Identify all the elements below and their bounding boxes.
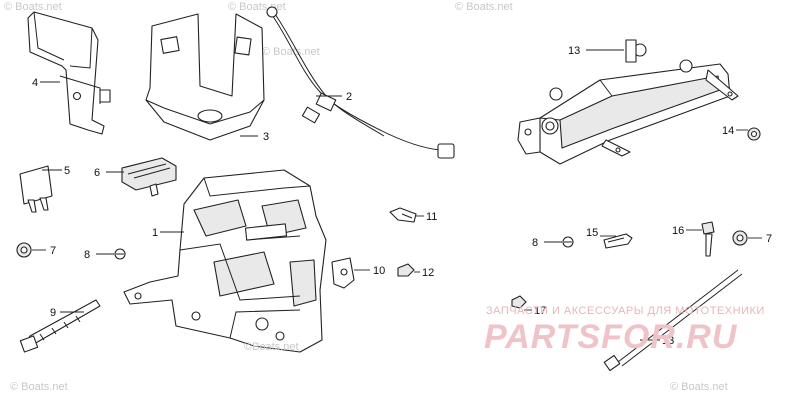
watermark-top-right: © Boats.net (455, 1, 513, 13)
part-9-cable-tie (19, 299, 101, 353)
part-8b-screw (562, 236, 574, 248)
callout-11: 11 (426, 211, 437, 223)
callout-6: 6 (94, 167, 100, 179)
part-13-regulator (517, 39, 739, 165)
callout-14: 14 (722, 125, 734, 137)
callout-7-left: 7 (50, 245, 56, 257)
part-8a-screw (114, 248, 126, 260)
callout-17: 17 (534, 305, 546, 317)
part-1-electrical-box (123, 169, 327, 353)
part-4-bracket (27, 11, 111, 135)
part-17-nut (511, 295, 527, 309)
callout-1: 1 (152, 227, 158, 239)
callout-13-bottom: 13 (662, 335, 674, 347)
callout-5: 5 (64, 165, 70, 177)
callout-16: 16 (672, 225, 684, 237)
part-6-holder (121, 157, 177, 197)
watermark-part-1: ©Boats.net (244, 341, 299, 353)
watermark-mid: © Boats.net (262, 46, 320, 58)
part-5-fuse (19, 165, 53, 213)
watermark-top-left: © Boats.net (4, 1, 62, 13)
callout-4: 4 (32, 77, 38, 89)
part-13b-cable-tie (603, 269, 743, 372)
part-10-stay (331, 257, 355, 289)
watermark-bottom-right: © Boats.net (670, 381, 728, 393)
callout-10: 10 (373, 265, 385, 277)
callout-7-right: 7 (766, 233, 772, 245)
callout-8-left: 8 (84, 249, 90, 261)
part-14-nut (747, 127, 761, 141)
brand-logo-text: PARTSFOR.RU (484, 318, 738, 356)
part-12-nut (397, 263, 415, 277)
part-2-wire-harness (266, 6, 455, 159)
callout-3: 3 (263, 131, 269, 143)
brand-tagline: ЗАПЧАСТИ И АКСЕССУАРЫ ДЛЯ МОТОТЕХНИКИ (486, 305, 765, 317)
part-7b-grommet (732, 230, 748, 246)
watermark-bottom-left: © Boats.net (10, 381, 68, 393)
part-11-bolt (389, 207, 417, 223)
part-16-flange-bolt (701, 221, 715, 257)
callout-15: 15 (586, 227, 598, 239)
part-15-bolt (603, 233, 633, 249)
part-3-rubber-mount (145, 13, 265, 141)
callout-9: 9 (50, 307, 56, 319)
callout-12: 12 (422, 267, 434, 279)
callout-2: 2 (346, 91, 352, 103)
callout-13-top: 13 (568, 45, 580, 57)
callout-8-right: 8 (532, 237, 538, 249)
part-7a-grommet (16, 242, 32, 258)
